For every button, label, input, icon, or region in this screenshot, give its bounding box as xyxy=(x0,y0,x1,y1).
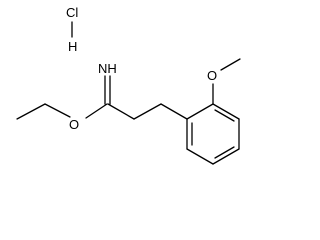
hydrogen-label: H xyxy=(68,39,77,54)
ethyl-ch2-o-bond xyxy=(44,103,71,118)
o-c-bond xyxy=(85,103,108,119)
ring-inner-double-1 xyxy=(214,109,235,122)
ring-bond-2 xyxy=(212,103,240,120)
ethyl-ch3-bond xyxy=(16,103,46,120)
ring-inner-double-2 xyxy=(214,146,235,159)
structure-canvas: Cl H O NH O xyxy=(16,5,241,165)
chain-bond-2 xyxy=(133,103,162,120)
imine-label: NH xyxy=(98,61,117,76)
ring-bond-4 xyxy=(212,148,240,165)
o-ch3-bond xyxy=(220,58,241,71)
ester-oxygen-label: O xyxy=(69,117,79,132)
chemical-structure: Cl H O NH O xyxy=(16,5,241,165)
ring-bond-5 xyxy=(186,148,214,165)
chlorine-label: Cl xyxy=(66,5,78,20)
ring-bond-1 xyxy=(186,103,214,120)
chain-to-ring-bond xyxy=(160,103,188,120)
methoxy-oxygen-label: O xyxy=(207,68,217,83)
chain-bond-1 xyxy=(107,103,135,120)
